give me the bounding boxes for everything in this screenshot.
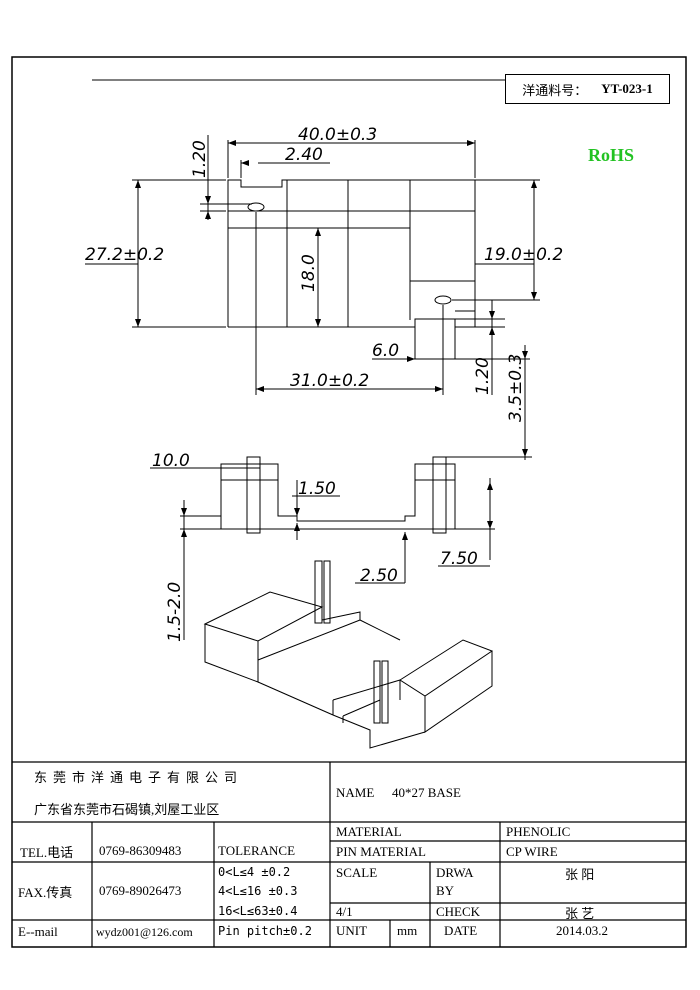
name-label: NAME bbox=[336, 785, 375, 800]
material-value: PHENOLIC bbox=[506, 824, 571, 839]
part-code-label: 洋通料号： bbox=[522, 82, 588, 98]
pin-material-label: PIN MATERIAL bbox=[336, 844, 426, 859]
dim-3-5: 3.5±0.3 bbox=[506, 354, 526, 422]
part-code-box: 洋通料号： YT-023-1 bbox=[505, 74, 670, 104]
date-value: 2014.03.2 bbox=[556, 923, 608, 938]
scale-value: 4/1 bbox=[336, 904, 353, 919]
part-code-value: YT-023-1 bbox=[601, 81, 653, 96]
fax-label: FAX.传真 bbox=[18, 884, 73, 900]
dim-10: 10.0 bbox=[152, 451, 190, 471]
part-name: 40*27 BASE bbox=[392, 785, 461, 800]
dim-1-20-right: 1.20 bbox=[473, 357, 493, 395]
dim-1-20-top: 1.20 bbox=[190, 140, 210, 178]
top-view bbox=[85, 135, 540, 460]
dim-width: 40.0±0.3 bbox=[298, 125, 377, 145]
tolerance-label: TOLERANCE bbox=[218, 843, 296, 858]
tel-value: 0769-86309483 bbox=[99, 843, 182, 858]
tolerance-row-1: 0<L≤4 ±0.2 bbox=[218, 865, 291, 879]
email-value: wydz001@126.com bbox=[96, 924, 193, 939]
dim-31: 31.0±0.2 bbox=[290, 371, 369, 391]
pin-material-value: CP WIRE bbox=[506, 844, 558, 859]
arrowheads bbox=[135, 140, 537, 540]
drawn-by-value: 张 阳 bbox=[565, 866, 595, 882]
tel-label: TEL.电话 bbox=[20, 844, 74, 860]
dim-height: 27.2±0.2 bbox=[85, 245, 164, 265]
unit-value: mm bbox=[397, 923, 418, 938]
check-label: CHECK bbox=[436, 904, 481, 919]
company-name: 东莞市洋通电子有限公司 bbox=[34, 769, 244, 785]
dim-2-40: 2.40 bbox=[285, 145, 323, 165]
dim-1-50: 1.50 bbox=[298, 479, 336, 499]
fax-value: 0769-89026473 bbox=[99, 883, 182, 898]
dim-7-50: 7.50 bbox=[440, 549, 478, 569]
tolerance-pin-pitch: Pin pitch±0.2 bbox=[218, 924, 312, 938]
company-address: 广东省东莞市石碣镇,刘屋工业区 bbox=[34, 801, 220, 817]
tolerance-row-2: 4<L≤16 ±0.3 bbox=[218, 884, 298, 898]
rohs-mark: RoHS bbox=[588, 145, 635, 165]
dim-18: 18.0 bbox=[299, 254, 319, 292]
front-view bbox=[150, 456, 532, 640]
dim-19: 19.0±0.2 bbox=[484, 245, 563, 265]
dim-2-50: 2.50 bbox=[360, 566, 398, 586]
check-value: 张 艺 bbox=[565, 905, 595, 921]
tolerance-row-3: 16<L≤63±0.4 bbox=[218, 904, 298, 918]
scale-label: SCALE bbox=[336, 865, 378, 880]
dim-1-5-2-0: 1.5-2.0 bbox=[165, 582, 185, 642]
unit-label: UNIT bbox=[336, 923, 368, 938]
date-label: DATE bbox=[444, 923, 478, 938]
drawing-border bbox=[11, 56, 687, 948]
dim-6: 6.0 bbox=[372, 341, 399, 361]
email-label: E--mail bbox=[18, 924, 58, 939]
title-block-grid bbox=[12, 761, 686, 947]
drawn-by-label: DRWA BY bbox=[436, 865, 473, 898]
isometric-view bbox=[203, 560, 494, 749]
material-label: MATERIAL bbox=[336, 824, 402, 839]
